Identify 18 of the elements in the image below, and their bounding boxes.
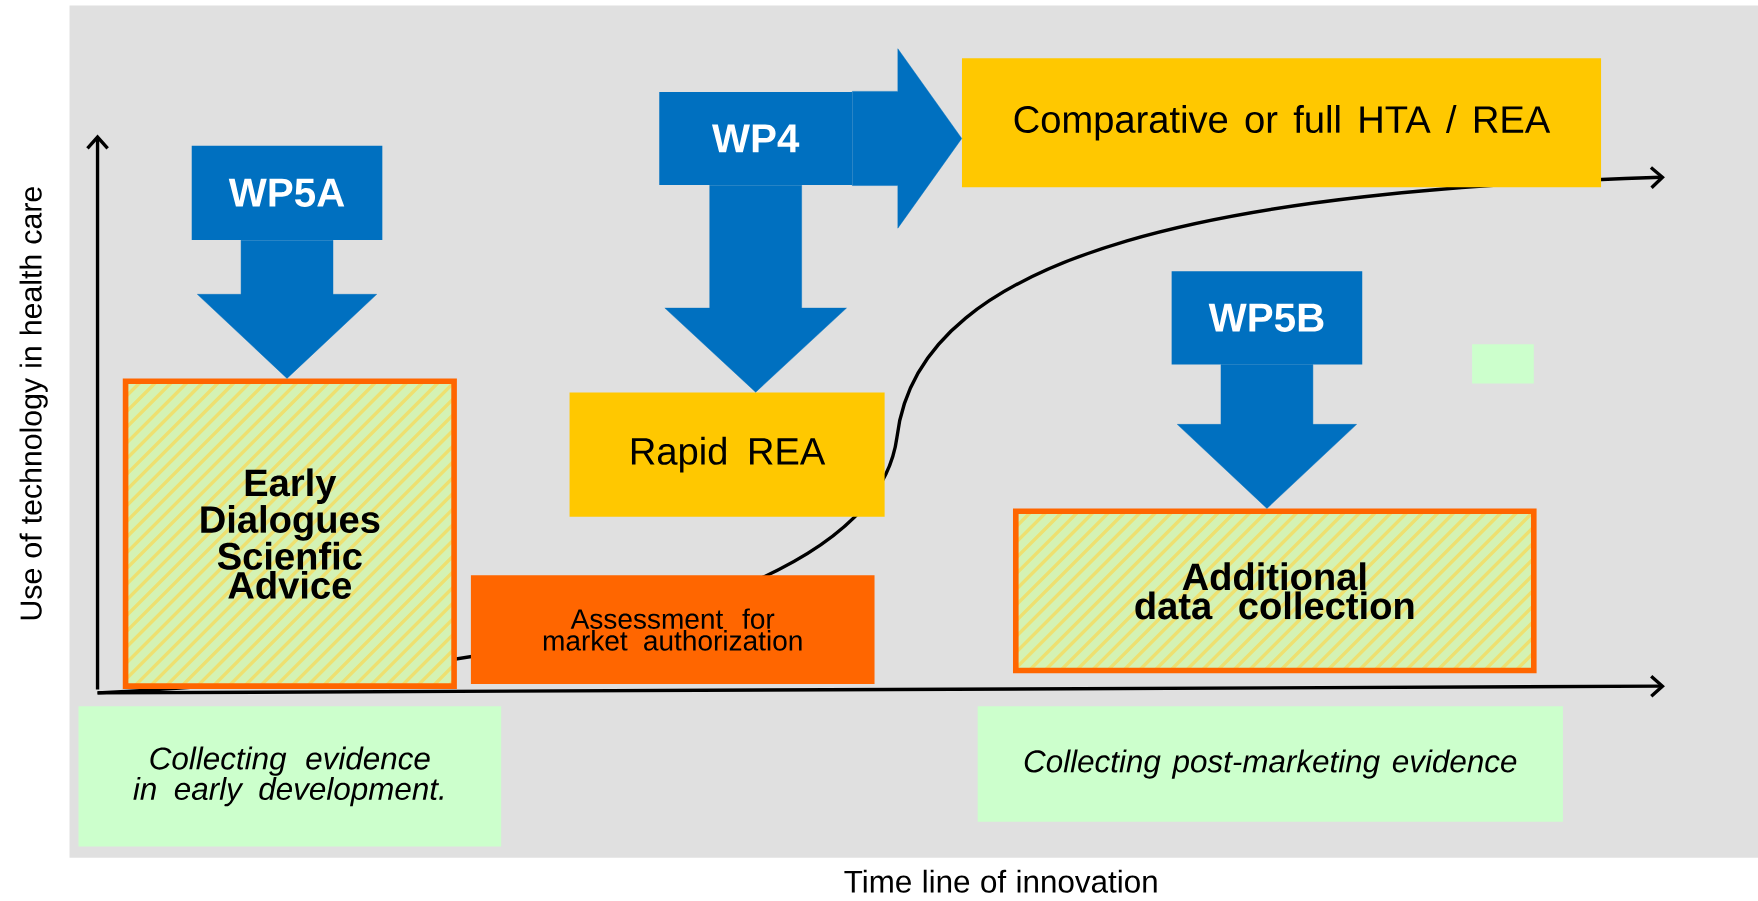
note-box: Collecting post-marketing evidence: [977, 706, 1563, 822]
block-arrow: [852, 48, 962, 229]
block-arrow: [197, 239, 377, 379]
block-arrow: [1177, 364, 1357, 509]
hatched-box: Additional data collection: [1013, 508, 1537, 674]
note-box: Collecting evidence in early development.: [78, 706, 502, 847]
node-label: WP4: [711, 124, 800, 153]
stage-box: Comparative or full HTA / REA: [962, 58, 1602, 188]
axis-label: Time line of innovation: [844, 869, 1157, 893]
stage-box: Rapid REA: [569, 392, 885, 517]
wp-label-box: WP4: [659, 91, 853, 185]
empty-box: [1472, 344, 1534, 384]
stage-box: Assessment for market authorization: [470, 574, 875, 684]
axis-label: Use of technology in health care: [19, 186, 48, 619]
wp-label-box: WP5A: [191, 145, 383, 240]
hatched-box: Early Dialogues Scienfic Advice: [122, 378, 457, 689]
wp-label-box: WP5B: [1171, 271, 1363, 365]
block-arrow: [664, 184, 847, 393]
